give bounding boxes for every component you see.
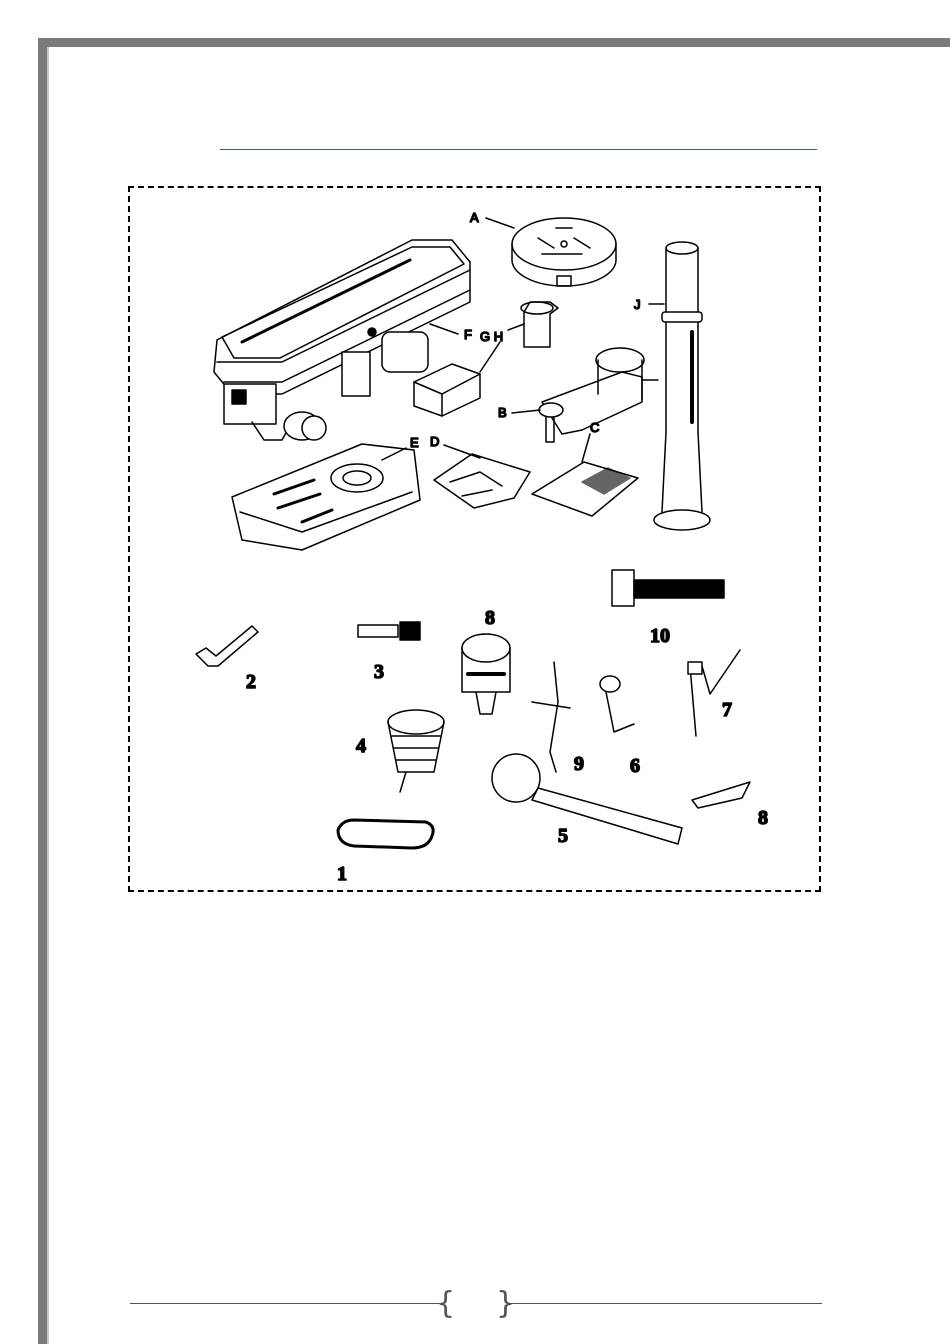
table-illustration	[512, 218, 616, 286]
callout-b: B	[498, 405, 507, 420]
column-illustration	[654, 242, 710, 530]
part-number-2: 2	[246, 671, 256, 693]
footer-rule-left	[130, 1303, 440, 1304]
part-number-10: 10	[650, 625, 670, 647]
callout-a: A	[470, 210, 479, 225]
part-number-7: 7	[722, 699, 732, 721]
callout-e: E	[410, 435, 419, 450]
part-number-4: 4	[356, 735, 366, 757]
footer-rule-right	[510, 1303, 822, 1304]
lock-lever-illustration	[688, 650, 740, 736]
callout-gh: G H	[480, 329, 503, 344]
part-number-1: 1	[337, 863, 347, 885]
page-frame-inner-left	[47, 47, 49, 1344]
pulley-illustration	[388, 710, 444, 792]
part-number-3: 3	[374, 661, 384, 683]
callout-d: D	[430, 434, 439, 449]
handle-illustration	[600, 676, 634, 732]
bolt-illustration	[612, 570, 724, 606]
chuck-illustration	[462, 634, 510, 714]
parts-illustration: A F G H J B C D E 8 10 2 3 7 4 9 6 8 5 1	[130, 188, 819, 890]
base-illustration	[232, 444, 420, 550]
page-frame-left	[38, 38, 47, 1344]
drift-illustration	[692, 782, 750, 808]
part-number-8-drift: 8	[758, 807, 768, 829]
key-illustration	[358, 622, 420, 640]
chuck-guard-illustration	[521, 302, 558, 347]
callout-c: C	[590, 420, 599, 435]
page-frame-top	[38, 38, 950, 47]
part-number-5: 5	[558, 825, 568, 847]
part-number-6: 6	[630, 755, 640, 777]
hex-key-illustration	[196, 626, 258, 666]
belt-illustration	[338, 820, 433, 848]
part-number-8-chuck: 8	[485, 607, 495, 629]
callout-f: F	[464, 327, 472, 342]
depth-stop-illustration	[532, 662, 570, 772]
feed-handle-illustration	[492, 754, 682, 844]
part-number-9: 9	[574, 753, 584, 775]
hardware-bag-illustration	[434, 454, 530, 508]
manual-illustration	[532, 462, 638, 516]
page-bracket-left: {	[436, 1286, 455, 1322]
callout-j: J	[634, 297, 641, 312]
parts-figure: A F G H J B C D E 8 10 2 3 7 4 9 6 8 5 1	[128, 186, 821, 892]
page-bracket-right: }	[496, 1286, 515, 1322]
header-rule	[220, 149, 817, 150]
